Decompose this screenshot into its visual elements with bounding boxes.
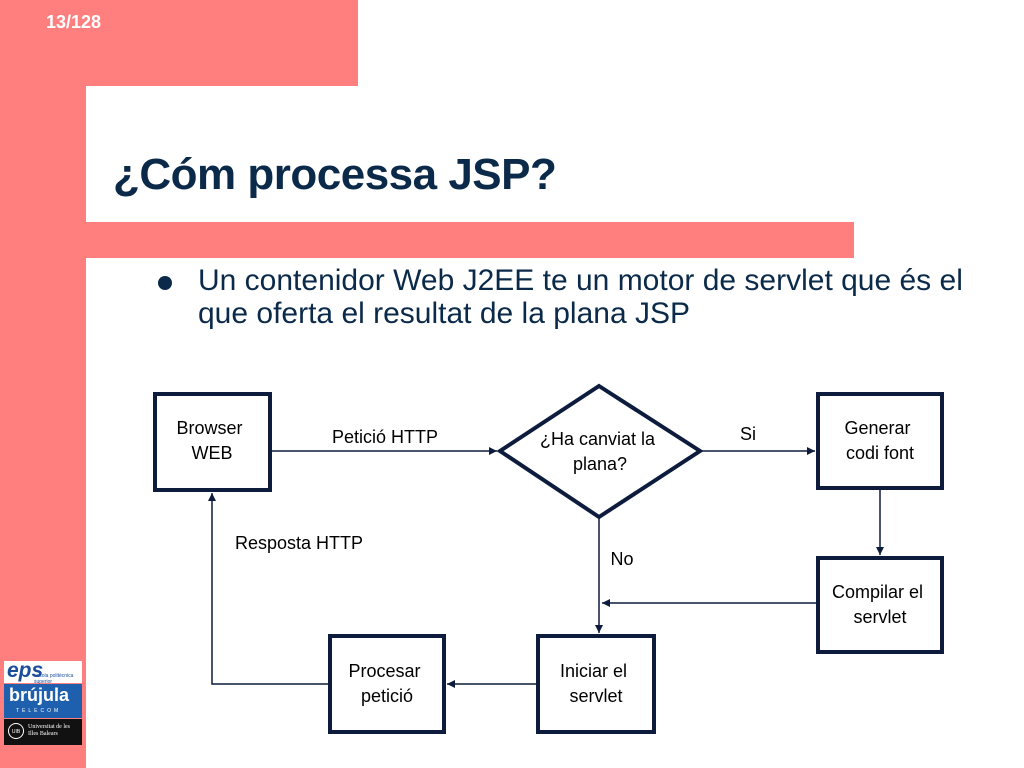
bullet-text: Un contenidor Web J2EE te un motor de se… <box>198 264 963 330</box>
eps-logo: eps escola politècnica superior <box>4 659 82 685</box>
decision-label: ¿Ha canviat la plana? <box>540 429 660 474</box>
process-label: Procesar petició <box>348 661 425 706</box>
uib-logo-name: Universitat de les Illes Balears <box>28 724 70 737</box>
edge-response <box>208 493 330 685</box>
top-accent-bar <box>0 0 358 86</box>
browser-label: Browser WEB <box>176 418 247 463</box>
generate-label: Generar codi font <box>844 418 915 463</box>
title-underline-bar <box>86 222 854 258</box>
compile-node <box>816 556 944 654</box>
brujula-logo: brújula TELECOM <box>4 684 82 718</box>
generate-node <box>816 392 944 490</box>
uib-seal-icon: UIB <box>8 723 24 739</box>
page-number: 13/128 <box>46 12 102 32</box>
decision-node <box>496 383 704 520</box>
edge-response-label: Resposta HTTP <box>235 533 363 553</box>
left-accent-bar <box>0 0 86 768</box>
edge-request-label: Petició HTTP <box>332 427 438 447</box>
eps-logo-mark: eps <box>7 659 44 682</box>
brujula-logo-mark: brújula <box>9 685 70 705</box>
brujula-logo-subtitle: TELECOM <box>16 708 62 714</box>
logo-stack: eps escola politècnica superior brújula … <box>4 659 82 745</box>
edge-no-label: No <box>610 549 633 569</box>
browser-node <box>153 392 272 492</box>
slide-title: ¿Cóm processa JSP? <box>113 150 557 199</box>
compile-label: Compilar el servlet <box>832 582 928 627</box>
start-label: Iniciar el servlet <box>560 661 632 706</box>
eps-logo-subtitle: escola politècnica superior <box>34 673 74 685</box>
uib-logo: UIB Universitat de les Illes Balears <box>4 719 82 745</box>
start-node <box>536 634 656 734</box>
edge-yes-label: Si <box>740 424 756 444</box>
bullet-icon <box>158 276 172 290</box>
process-node <box>328 634 446 734</box>
